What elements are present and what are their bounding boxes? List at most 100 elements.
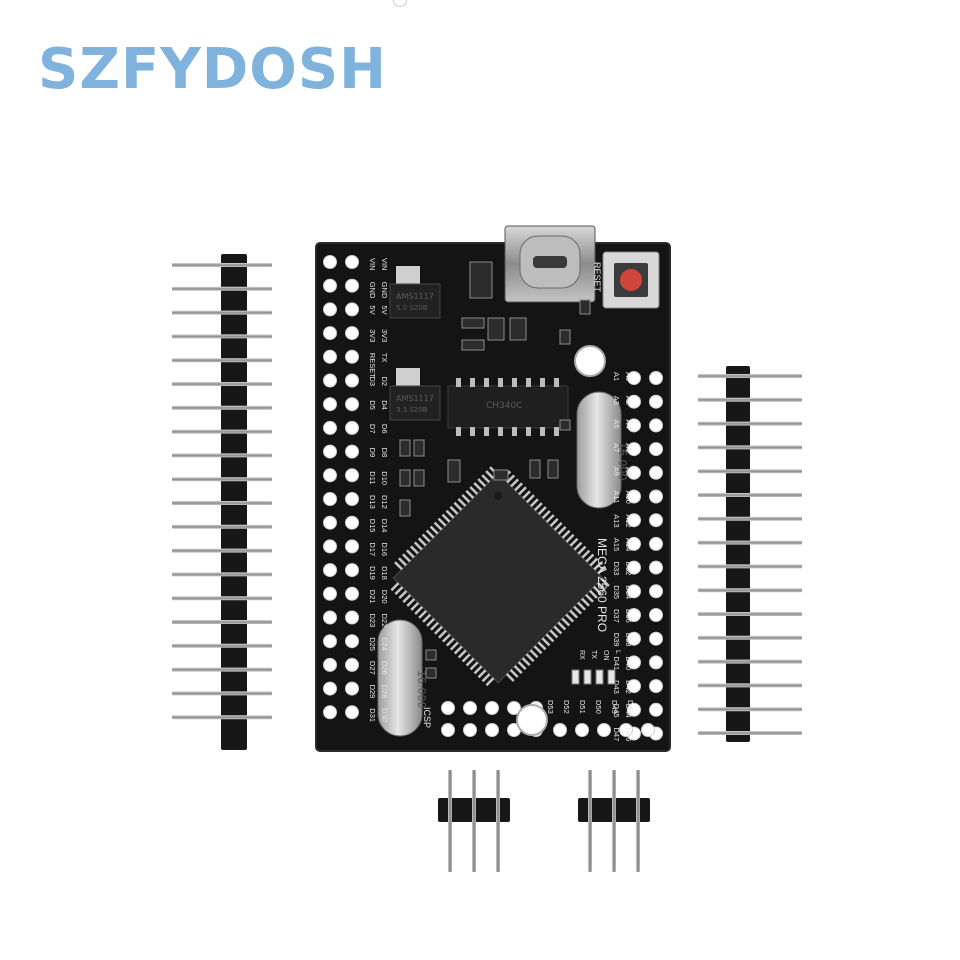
header-pin: [172, 596, 272, 601]
pin-label: 5V: [380, 305, 389, 314]
through-hole: [627, 394, 641, 409]
header-pin: [172, 501, 272, 505]
pin-label: D5: [368, 400, 377, 410]
pin-label: A13: [612, 514, 621, 527]
led-label: RX: [578, 650, 585, 660]
pin-label: D27: [368, 661, 377, 675]
pin-label: D10: [380, 471, 389, 485]
header-pin: [698, 493, 802, 497]
through-hole: [463, 701, 477, 715]
regulator-1-label: AMS1117: [396, 292, 434, 301]
through-hole: [323, 563, 337, 578]
through-hole: [345, 397, 359, 412]
pin-label: D39: [612, 633, 621, 647]
header-pin: [172, 691, 272, 696]
through-hole: [507, 701, 521, 715]
pin-label: D18: [380, 566, 389, 580]
header-pin: [612, 770, 616, 872]
header-pin: [698, 635, 802, 640]
through-hole: [649, 371, 663, 385]
header-pin: [472, 770, 476, 872]
atmega2560-chip: [390, 466, 610, 687]
status-led: [607, 669, 616, 685]
led-label: ON: [602, 650, 609, 661]
pin-label: D50: [594, 700, 603, 714]
pin-label: A8: [624, 467, 633, 476]
through-hole: [323, 349, 337, 364]
smd-component: [447, 459, 461, 483]
smd-component: [413, 439, 425, 457]
through-hole: [649, 584, 663, 599]
through-hole: [345, 563, 359, 578]
through-hole: [323, 539, 337, 554]
pin-label: D25: [368, 637, 377, 651]
smd-component: [461, 317, 485, 329]
through-hole: [641, 723, 655, 737]
through-hole: [345, 657, 359, 672]
through-hole: [649, 679, 663, 694]
header-pin: [172, 667, 272, 672]
usb-chip-label: CH340C: [486, 401, 523, 411]
through-hole: [323, 610, 337, 625]
through-hole: [323, 397, 337, 412]
pin-label: D31: [368, 708, 377, 722]
smd-component: [469, 261, 493, 299]
header-pin: [172, 524, 272, 529]
through-hole: [627, 631, 641, 646]
through-hole: [345, 278, 359, 293]
header-pin: [698, 659, 802, 664]
header-pin: [636, 770, 640, 872]
through-hole: [627, 584, 641, 599]
through-hole: [345, 634, 359, 649]
pin-label: RESET: [368, 353, 377, 378]
smd-component: [547, 459, 559, 479]
smd-component: [399, 439, 411, 457]
smd-component: [529, 459, 541, 479]
pin-label: A0: [624, 372, 633, 381]
header-pin: [172, 548, 272, 553]
through-hole: [323, 586, 337, 601]
through-hole: [649, 631, 663, 646]
pin-label: D32: [624, 562, 633, 576]
through-hole: [649, 418, 663, 433]
header-pin: [172, 572, 272, 577]
led-label: L: [614, 650, 621, 654]
pin-label: D46: [624, 728, 633, 742]
pin-label: 3V3: [380, 329, 389, 342]
header-pin: [172, 358, 272, 363]
pin-label: D36: [624, 609, 633, 623]
through-hole: [345, 420, 359, 435]
header-pin: [172, 477, 272, 482]
through-hole: [649, 655, 663, 670]
reset-button: [602, 251, 660, 309]
through-hole: [345, 705, 359, 720]
through-hole: [649, 702, 663, 717]
header-pin: [496, 770, 500, 872]
status-led: [583, 669, 592, 685]
header-pin: [172, 405, 272, 410]
through-hole: [619, 723, 633, 737]
pin-header-right: [698, 366, 802, 742]
regulator-2-label: AMS1117: [396, 394, 434, 403]
board-model-label: MEGA 2560 PRO: [595, 538, 609, 632]
through-hole: [323, 515, 337, 530]
through-hole: [553, 723, 567, 737]
through-hole: [345, 468, 359, 483]
pin-label: TX: [380, 353, 389, 363]
through-hole: [485, 701, 499, 715]
smd-component: [579, 299, 591, 315]
crystal-top-label: 16.000: [616, 442, 629, 481]
pin-label: D28: [380, 685, 389, 699]
pin-label: D34: [624, 585, 633, 599]
pin-label: D23: [368, 614, 377, 628]
pin-label: A7: [612, 443, 621, 452]
through-hole: [463, 723, 477, 737]
through-hole: [345, 681, 359, 696]
through-hole: [627, 513, 641, 528]
regulator-1-sub: 5.0 S20B: [396, 304, 428, 312]
through-hole: [649, 560, 663, 575]
pin-label: D42: [624, 680, 633, 694]
pin-label: A9: [612, 467, 621, 476]
header-pin: [698, 707, 802, 712]
pin-label: D20: [380, 590, 389, 604]
